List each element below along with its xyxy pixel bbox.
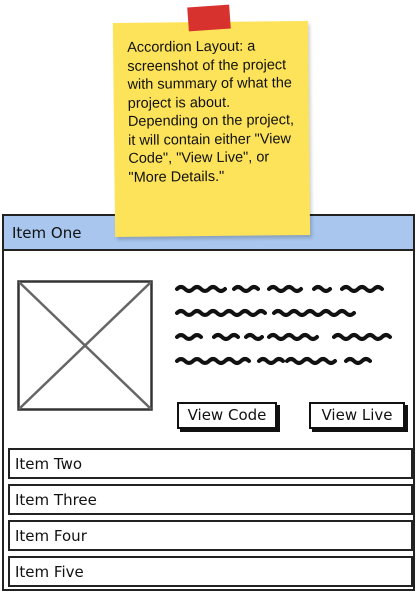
accordion-item-five[interactable]: Item Five <box>8 556 413 587</box>
accordion-header-label: Item One <box>12 224 82 242</box>
accordion-panel-item-one: View Code View Live <box>4 251 413 446</box>
sticky-note: Accordion Layout: a screenshot of the pr… <box>112 20 311 238</box>
image-placeholder-icon <box>17 280 153 411</box>
accordion-item-three[interactable]: Item Three <box>8 484 413 515</box>
accordion-item-label: Item Three <box>15 491 97 509</box>
accordion-item-label: Item Two <box>15 455 83 473</box>
accordion-item-four[interactable]: Item Four <box>8 520 413 551</box>
sticky-note-text: Accordion Layout: a screenshot of the pr… <box>127 38 295 186</box>
view-code-button[interactable]: View Code <box>177 402 277 429</box>
accordion: Item One View Code View Live Item Two It… <box>2 214 415 591</box>
scribble-text-icon <box>175 285 392 365</box>
view-live-button[interactable]: View Live <box>309 402 405 429</box>
accordion-item-label: Item Five <box>15 563 84 581</box>
accordion-item-two[interactable]: Item Two <box>8 448 413 479</box>
accordion-item-label: Item Four <box>15 527 87 545</box>
tape-icon <box>187 4 231 32</box>
